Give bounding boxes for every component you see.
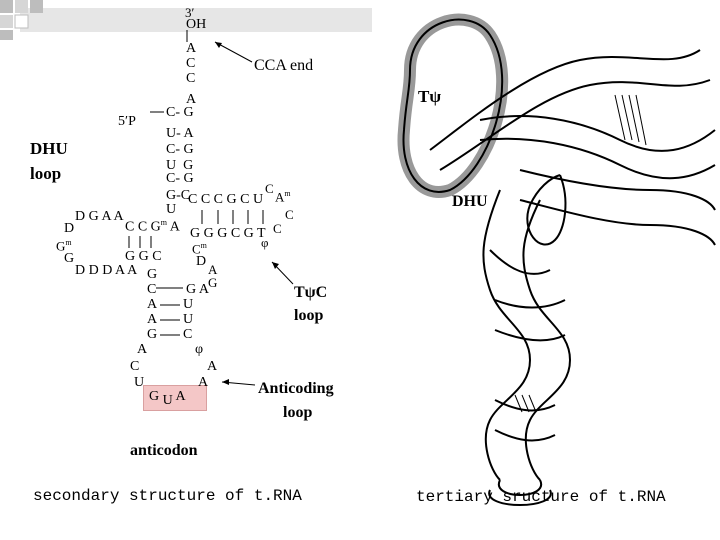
anticoding-loop-label-line1: Anticoding <box>258 380 334 397</box>
tpsi-label: Tψ <box>418 87 442 106</box>
base: φ <box>195 342 204 357</box>
base: G <box>208 275 218 290</box>
secondary-structure-lines <box>128 30 294 386</box>
base: A <box>207 359 218 374</box>
base: A <box>186 41 197 56</box>
base: G A <box>186 282 209 297</box>
dhu-loop-label-line2: loop <box>30 164 62 183</box>
tertiary-structure-caption: tertiary sructure of t.RNA <box>416 488 666 506</box>
base: U <box>183 297 194 312</box>
stem-row: U G <box>166 158 194 173</box>
base: A <box>147 297 158 312</box>
base: G <box>64 251 75 266</box>
base: C <box>186 71 196 86</box>
base: U <box>134 375 145 390</box>
stem-row: C- G <box>166 171 194 186</box>
dhu-loop-label-line1: DHU <box>30 139 68 158</box>
anticoding-loop-label-line2: loop <box>283 404 313 421</box>
base: C <box>147 282 157 297</box>
tpsic-stem-top: C C C G C U <box>188 192 264 207</box>
base: U <box>166 202 177 217</box>
five-prime-label: 5′P <box>118 114 136 129</box>
anticodon-label: anticodon <box>130 442 198 459</box>
base: Gm <box>56 238 72 254</box>
stem-row: C- G <box>166 105 194 120</box>
cca-end-label: CCA end <box>254 57 314 74</box>
base: C <box>183 327 193 342</box>
tpsic-stem-bottom: G G G C G T <box>190 226 266 241</box>
d-arm-top: D G A A <box>75 209 124 224</box>
base: Cm <box>192 241 207 257</box>
stem-row: U- A <box>166 126 194 141</box>
base: C <box>186 56 196 71</box>
d-arm-top: C C Gm A <box>125 218 180 235</box>
d-arm-bottom: G G C <box>125 249 162 264</box>
decorative-header <box>0 0 372 40</box>
base: D <box>196 254 207 269</box>
base: Am <box>275 189 291 205</box>
base: φ <box>261 235 269 250</box>
anticodon-box <box>143 385 207 411</box>
tpsic-loop-label-line2: loop <box>294 307 324 324</box>
anticodon-bases: G U A <box>149 389 186 408</box>
base: G <box>147 267 158 282</box>
base: G <box>147 327 158 342</box>
base: D <box>64 221 75 236</box>
stem-row: C- G <box>166 142 194 157</box>
base: A <box>137 342 148 357</box>
base: C <box>273 221 282 236</box>
tpsic-loop-label-line1: TψC <box>294 284 328 301</box>
base: C <box>285 207 294 222</box>
base: C <box>265 181 274 196</box>
stem-row: G-C <box>166 188 191 203</box>
base: A <box>208 262 218 277</box>
d-arm-bottom: D D D A A <box>75 263 138 278</box>
base: A <box>186 92 197 107</box>
tertiary-structure-drawing <box>397 13 716 506</box>
secondary-structure-caption: secondary structure of t.RNA <box>33 487 302 505</box>
tertiary-dhu-label: DHU <box>452 193 488 210</box>
base: A <box>147 312 158 327</box>
base: A <box>198 375 209 390</box>
base: U <box>183 312 194 327</box>
oh-label: OH <box>186 17 207 32</box>
base: C <box>130 359 140 374</box>
three-prime-label: 3′ <box>185 5 195 20</box>
